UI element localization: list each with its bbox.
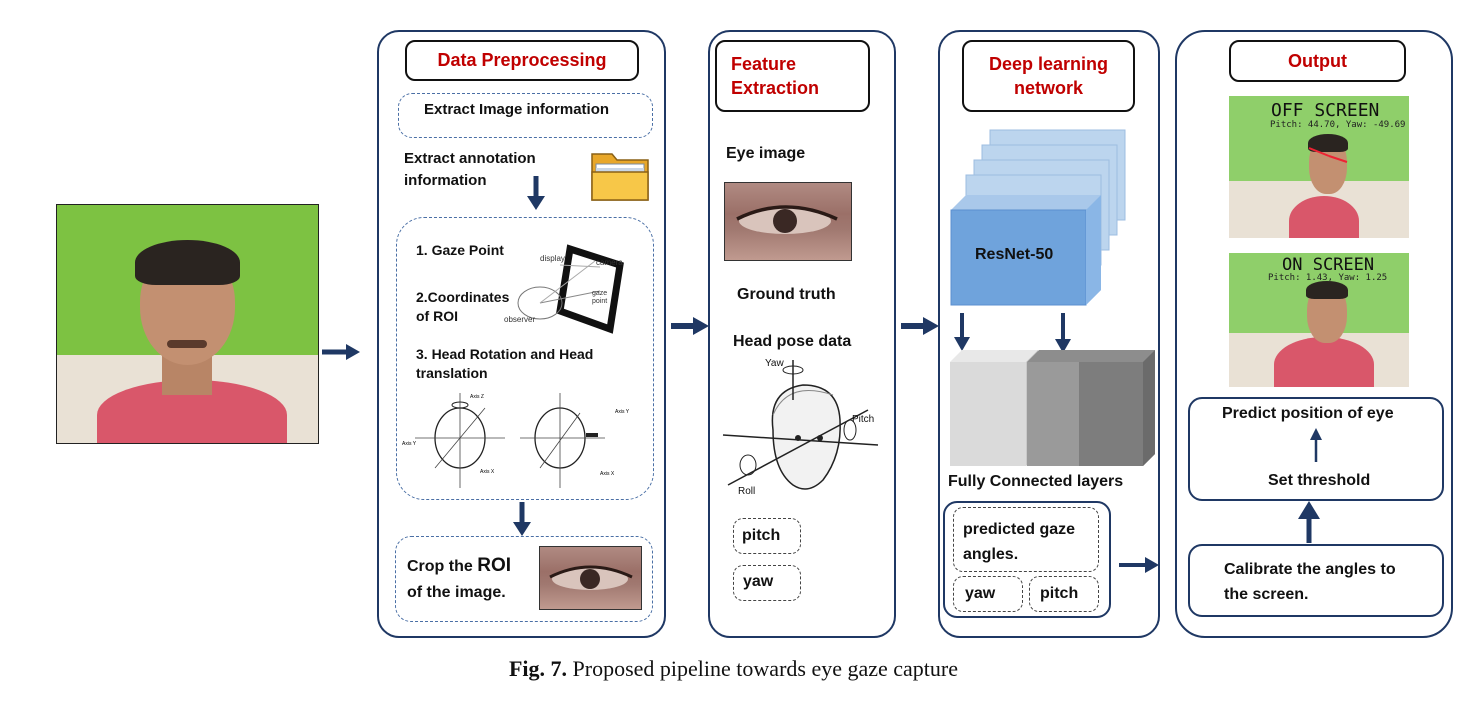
head-rotation-label: 3. Head Rotation and Head translation xyxy=(416,346,594,381)
yaw-box xyxy=(733,565,801,601)
coordinates-roi-label: 2.Coordinates of ROI xyxy=(416,289,510,324)
network-pitch-label: pitch xyxy=(1040,585,1079,602)
off-screen-values: Pitch: 44.70, Yaw: -49.69 xyxy=(1270,120,1406,130)
caption-text: Proposed pipeline towards eye gaze captu… xyxy=(572,656,959,681)
gaze-point-diagram xyxy=(517,244,624,334)
arrow-photo-to-preprocessing xyxy=(322,344,360,360)
calibrate-box xyxy=(1188,544,1444,617)
head-pose-label: Head pose data xyxy=(733,333,852,350)
camera-label: camera xyxy=(596,258,623,267)
arrow-down-resnet-left xyxy=(954,313,970,351)
folder-icon xyxy=(591,153,649,201)
on-screen-text: ON SCREEN xyxy=(1282,255,1375,275)
eye-image-label: Eye image xyxy=(726,145,806,162)
observer-label: observer xyxy=(504,315,536,324)
network-yaw-box xyxy=(953,576,1023,612)
pitch-box xyxy=(733,518,801,554)
head-rotation-sketch: Axis Z Axis Y Axis X Axis Y Axis X xyxy=(402,393,630,488)
svg-text:Axis X: Axis X xyxy=(600,471,615,477)
extract-image-label: Extract Image information xyxy=(424,101,610,118)
off-screen-text: OFF SCREEN xyxy=(1271,100,1380,121)
network-yaw-label: yaw xyxy=(965,585,996,602)
arrow-up-calibrate xyxy=(1298,501,1320,543)
annotation-details-box xyxy=(396,217,654,500)
predicted-gaze-inner-box xyxy=(953,507,1099,572)
predicted-angles-box xyxy=(943,501,1111,618)
resnet-label: ResNet-50 xyxy=(975,246,1054,263)
resnet-block-stack xyxy=(950,129,1126,306)
gaze-point-diagram-label: gaze point xyxy=(592,290,608,305)
extract-annotation-label: Extract annotation information xyxy=(404,150,536,189)
svg-text:Axis X: Axis X xyxy=(480,469,495,475)
head-pose-sketch xyxy=(722,360,879,490)
display-label: display xyxy=(540,254,565,263)
crop-roi-label: Crop the ROI of the image. xyxy=(407,553,537,606)
yaw-label: yaw xyxy=(743,573,774,590)
predict-position-label: Predict position of eye xyxy=(1222,405,1394,422)
pitch-pose-label: Pitch xyxy=(852,414,875,425)
arrow-down-annotation xyxy=(527,176,545,210)
feature-eye-image xyxy=(724,182,852,261)
on-screen-values: Pitch: 1.43, Yaw: 1.25 xyxy=(1268,273,1388,283)
pitch-label: pitch xyxy=(742,527,781,544)
network-title: Deep learning network xyxy=(962,40,1135,112)
crop-roi-box xyxy=(395,536,653,622)
arrow-down-crop xyxy=(513,502,531,536)
predicted-gaze-label: predicted gaze angles. xyxy=(963,521,1076,563)
arrow-up-threshold xyxy=(1310,428,1322,462)
svg-text:Axis Y: Axis Y xyxy=(402,441,417,447)
fc-layers-label: Fully Connected layers xyxy=(948,473,1124,490)
preprocessing-title: Data Preprocessing xyxy=(405,40,639,81)
output-title: Output xyxy=(1229,40,1406,82)
yaw-pose-label: Yaw xyxy=(765,358,784,369)
cropped-eye-image xyxy=(539,546,642,610)
svg-text:Axis Y: Axis Y xyxy=(615,409,630,415)
arrow-feature-to-network xyxy=(901,317,939,335)
fully-connected-layers-shape xyxy=(950,350,1155,466)
set-threshold-label: Set threshold xyxy=(1268,472,1371,489)
input-face-photo xyxy=(56,204,319,444)
crop-suffix: of the image. xyxy=(407,584,506,601)
extract-image-box xyxy=(398,93,653,138)
calibrate-label: Calibrate the angles to the screen. xyxy=(1224,561,1396,603)
feature-panel xyxy=(708,30,896,638)
gaze-point-label: 1. Gaze Point xyxy=(416,242,504,258)
caption-label: Fig. 7. xyxy=(508,656,568,681)
feature-title: Feature Extraction xyxy=(715,40,870,112)
ground-truth-label: Ground truth xyxy=(737,286,836,303)
off-screen-result-image xyxy=(1229,96,1409,238)
arrow-network-to-output xyxy=(1119,557,1159,573)
crop-roi-word: ROI xyxy=(477,555,512,576)
roll-pose-label: Roll xyxy=(738,486,756,497)
svg-text:Axis Z: Axis Z xyxy=(470,394,484,400)
arrow-down-resnet-right xyxy=(1055,313,1071,353)
crop-prefix: Crop the xyxy=(407,558,473,575)
on-screen-result-image xyxy=(1229,253,1409,387)
arrow-preprocessing-to-feature xyxy=(671,317,709,335)
network-pitch-box xyxy=(1029,576,1099,612)
figure-caption: Fig. 7. Proposed pipeline towards eye ga… xyxy=(0,656,1467,682)
